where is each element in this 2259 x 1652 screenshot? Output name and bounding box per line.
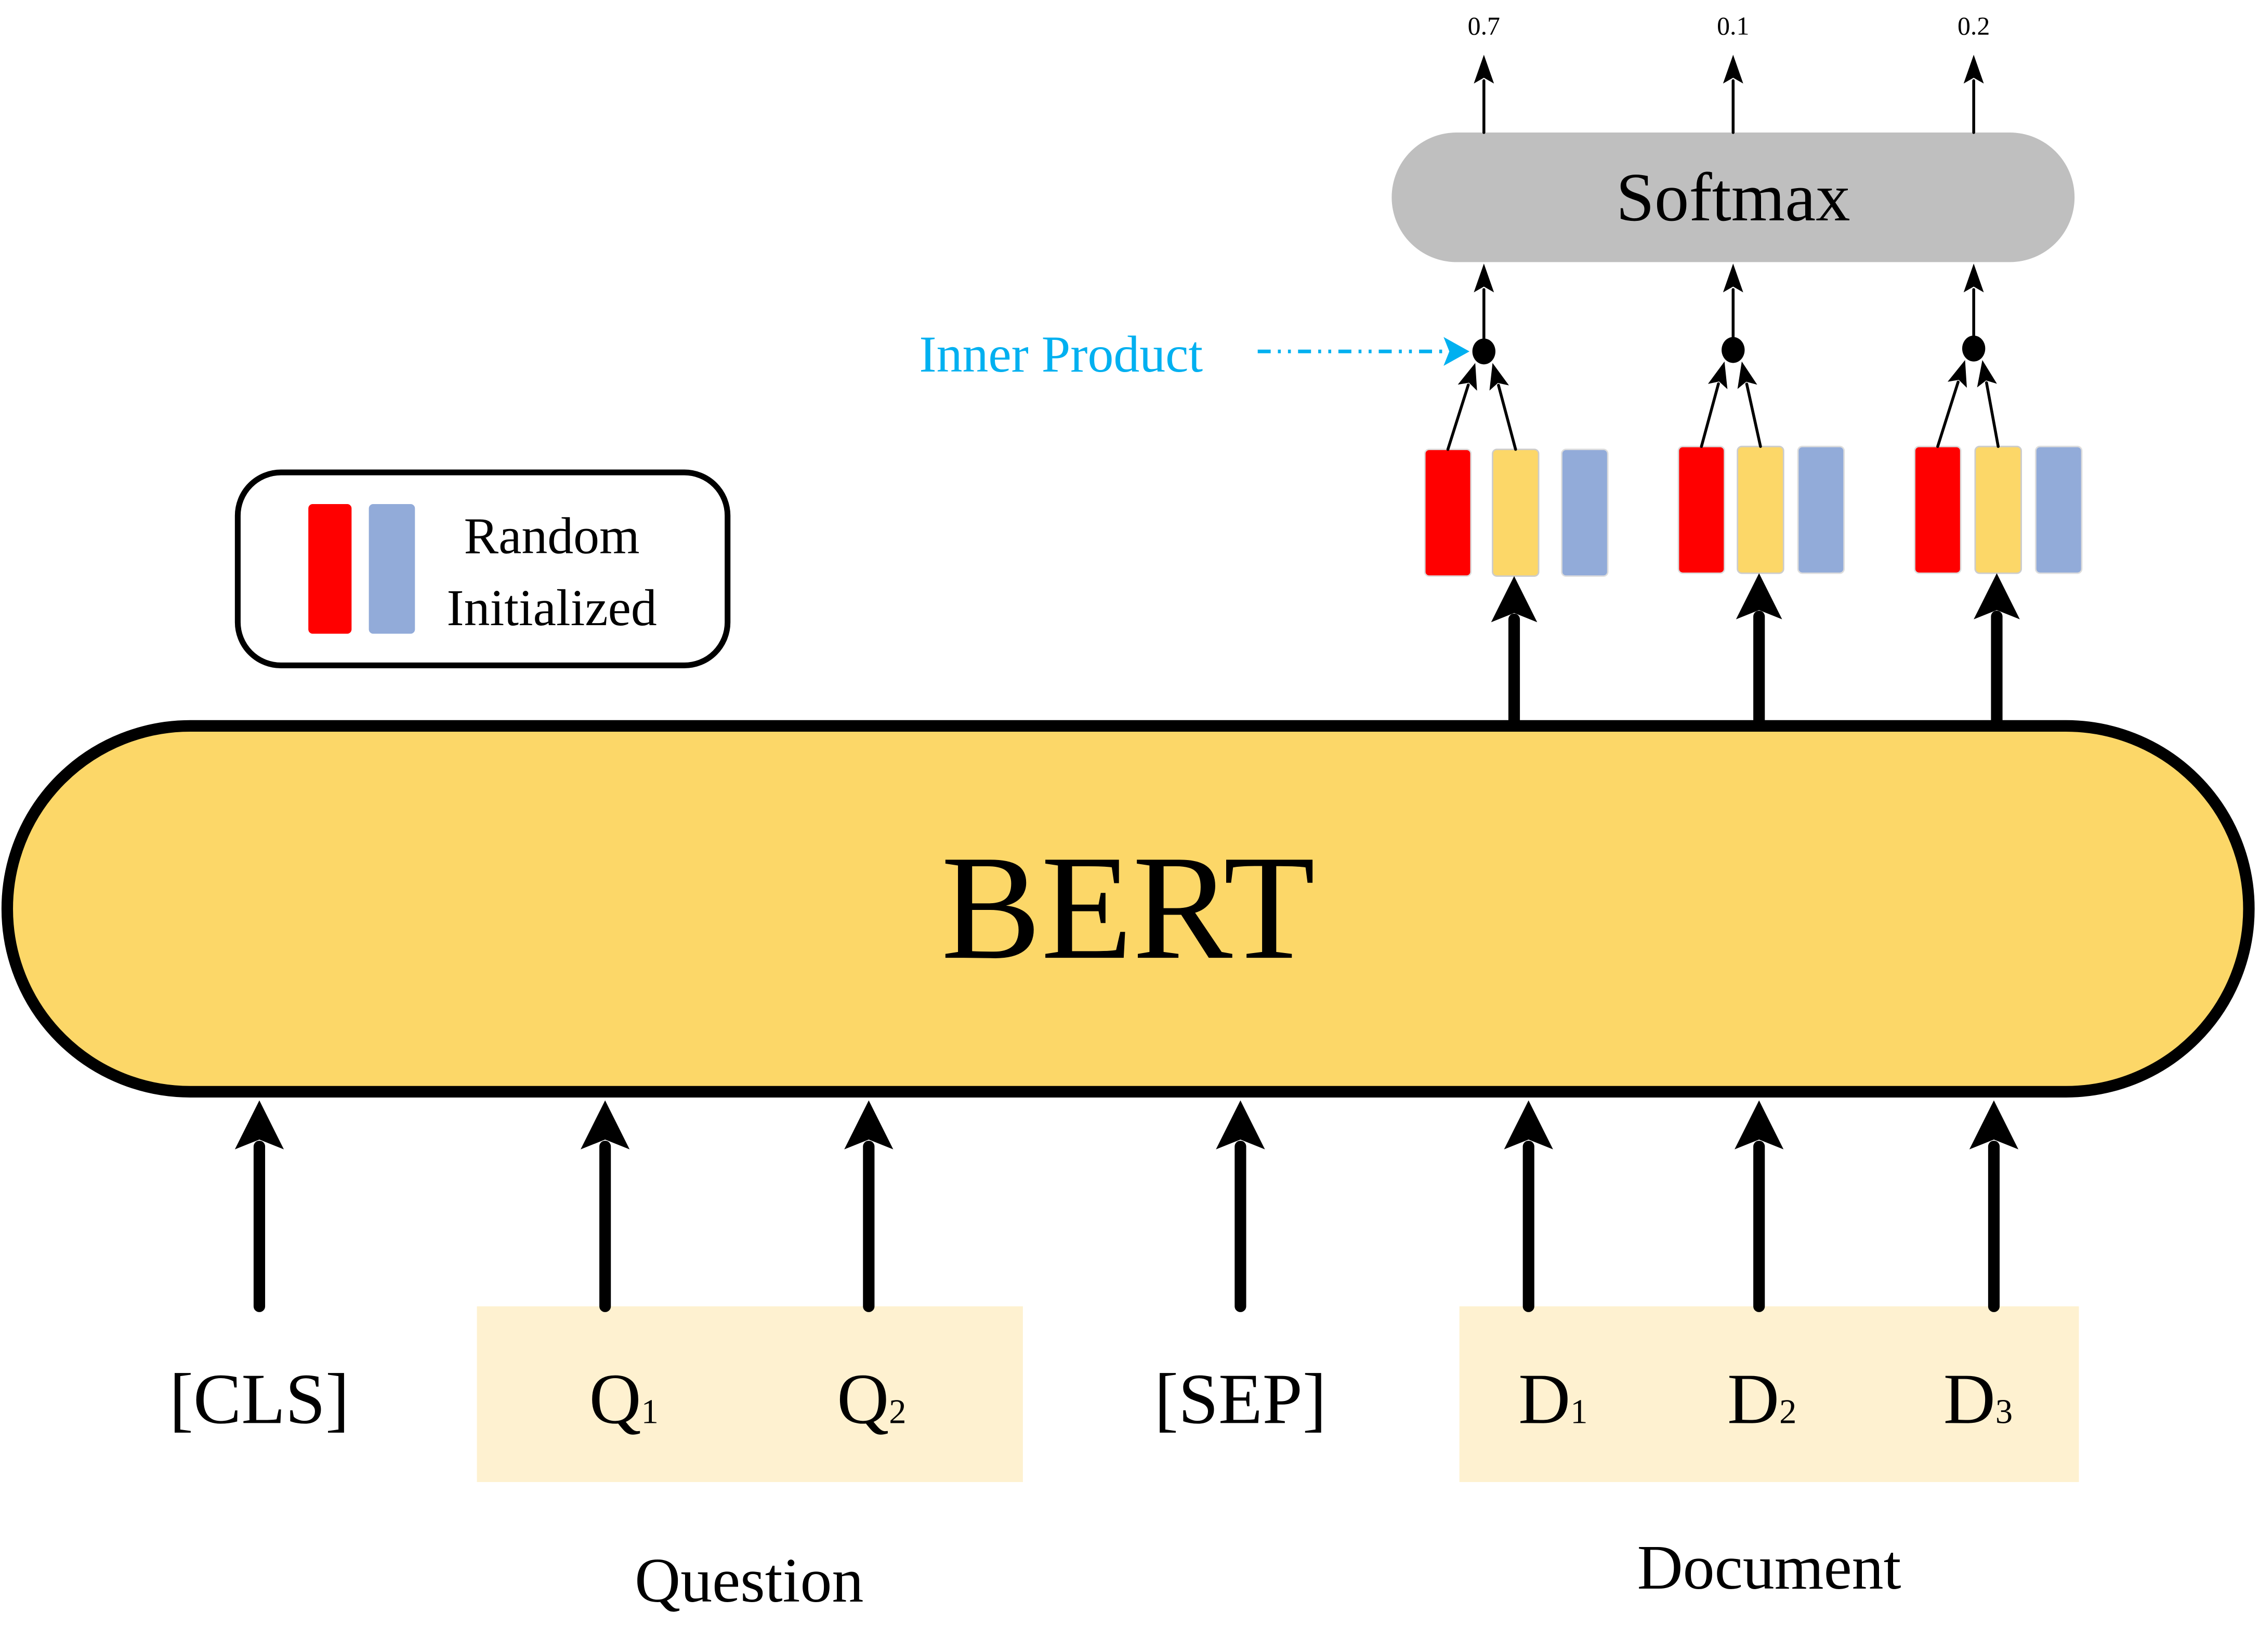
output-probability: 0.2 [1958,12,1990,41]
red-to-dot-arrow-shaft [1446,383,1470,451]
document-group-label: Document [1637,1532,1901,1603]
output-column-2: 0.1 [1677,12,1845,729]
output-probability: 0.1 [1717,12,1749,41]
legend-red-swatch [308,504,352,634]
input-arrow-head [1969,1100,2019,1149]
input-token-1: [CLS] [169,1100,349,1438]
question-group-label: Question [635,1545,863,1616]
red-to-dot-arrow-head [1457,363,1477,391]
token-label: [SEP] [1154,1359,1326,1438]
input-arrow-head [1735,1100,1784,1149]
blue-vector [1561,448,1609,577]
input-arrow-head [1216,1100,1265,1149]
input-token-3: Q2 [837,1100,907,1438]
question-group-bg [477,1306,1023,1482]
token-label: [CLS] [169,1359,349,1438]
bert-output-arrow-head [1736,573,1782,619]
legend-blue-swatch [369,504,415,634]
dot-to-softmax-arrow-head [1723,263,1743,293]
bert-output-arrow-head [1974,573,2020,619]
output-probability: 0.7 [1468,12,1500,41]
dot-to-softmax-arrow-head [1963,263,1984,293]
inner-product-dot [1962,335,1986,362]
yellow-to-dot-arrow-shaft [1497,384,1517,451]
softmax-output-arrow-head [1474,55,1494,84]
input-token-4: [SEP] [1154,1100,1326,1438]
yellow-to-dot-arrow-head [1737,361,1757,389]
softmax-output-arrow-head [1963,55,1984,84]
dot-to-softmax-arrow-head [1474,263,1494,293]
document-group-bg [1459,1306,2079,1482]
yellow-vector [1492,448,1540,577]
blue-vector [1797,445,1845,574]
inner-product-dot [1472,338,1495,365]
input-token-7: D3 [1943,1100,2019,1438]
softmax-label: Softmax [1616,158,1850,235]
red-to-dot-arrow-shaft [1700,382,1720,448]
inner-product-dot [1722,337,1745,363]
yellow-to-dot-arrow-head [1489,363,1509,391]
output-column-3: 0.2 [1914,12,2083,729]
output-column-1: 0.7 [1424,12,1609,729]
input-arrow-head [581,1100,630,1149]
legend-line1: Random [464,507,640,564]
input-arrow-head [844,1100,894,1149]
yellow-vector [1737,445,1784,574]
yellow-vector [1974,445,2022,574]
legend-box [234,469,731,669]
red-vector [1424,448,1472,577]
token-label: D3 [1943,1359,2013,1438]
yellow-to-dot-arrow-shaft [1745,382,1762,448]
inner-product-arrowhead [1443,337,1470,366]
input-arrow-head [234,1100,284,1149]
red-vector [1677,445,1726,574]
yellow-to-dot-arrow-head [1977,360,1997,388]
yellow-to-dot-arrow-shaft [1985,381,2000,448]
legend-line2: Initialized [446,579,656,637]
bert-label: BERT [941,825,1315,990]
red-to-dot-arrow-head [1708,361,1728,389]
red-vector [1914,445,1962,574]
red-to-dot-arrow-shaft [1936,380,1960,448]
bert-output-arrow-head [1491,576,1538,623]
red-to-dot-arrow-head [1947,360,1967,388]
bert-block [1,720,2255,1098]
input-arrow-head [1504,1100,1553,1149]
softmax-output-arrow-head [1723,55,1743,84]
blue-vector [2034,445,2083,574]
softmax-block [1391,132,2075,262]
inner-product-label: Inner Product [919,325,1203,383]
